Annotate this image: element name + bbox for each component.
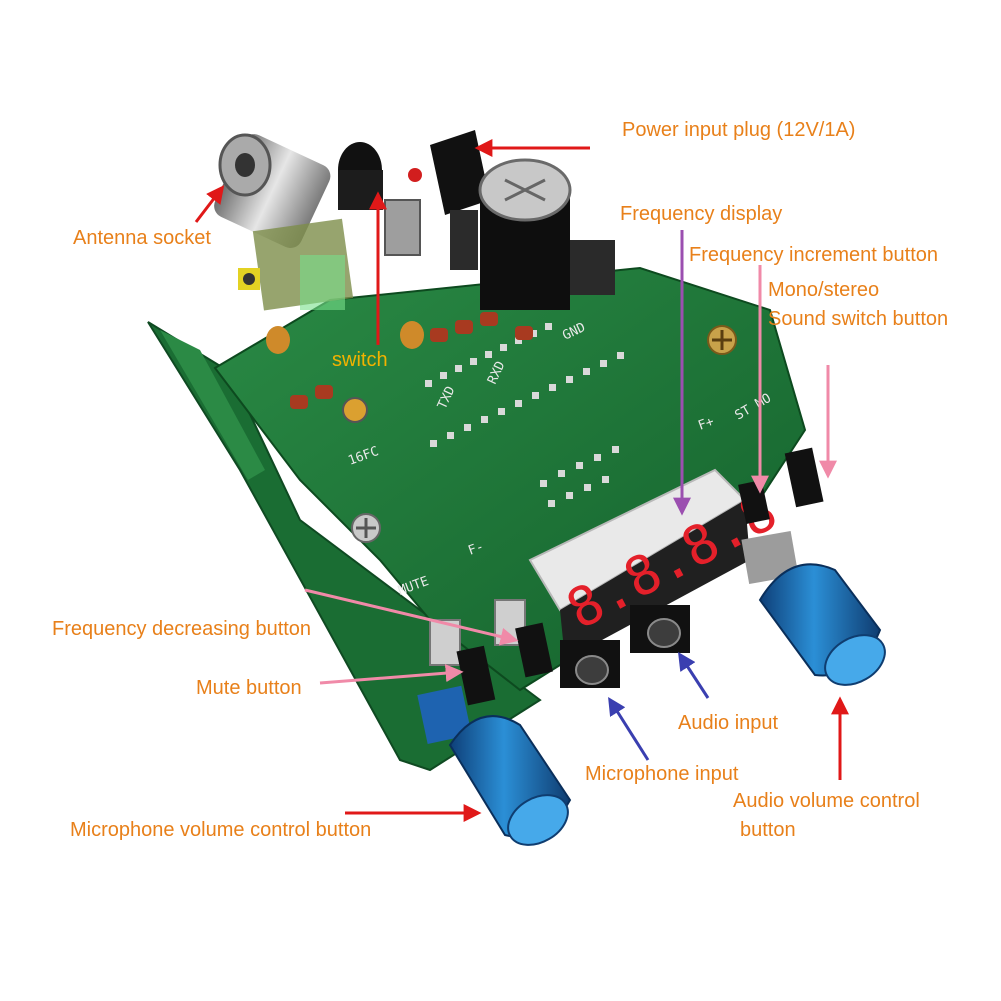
label-power-input: Power input plug (12V/1A)	[622, 119, 856, 141]
audio-jacks	[560, 605, 690, 688]
small-components	[238, 240, 615, 423]
label-microphone-input: Microphone input	[585, 763, 739, 785]
silk-f-plus: F+	[696, 414, 716, 434]
label-audio-volume-line1: Audio volume control	[733, 790, 920, 812]
push-buttons	[429, 447, 824, 706]
label-switch: switch	[332, 349, 388, 371]
label-mute-button: Mute button	[196, 677, 302, 699]
capacitor	[478, 158, 572, 310]
label-antenna-socket: Antenna socket	[73, 227, 211, 249]
microphone-volume-knob-icon	[417, 685, 572, 846]
antenna-socket-bnc-icon	[214, 133, 354, 311]
silk-f-minus: F-	[466, 539, 486, 558]
label-frequency-increment: Frequency increment button	[689, 244, 939, 266]
label-mono-stereo-line1: Mono/stereo	[768, 279, 880, 301]
label-audio-input: Audio input	[678, 712, 779, 734]
arrow-mute	[319, 664, 464, 685]
label-frequency-decreasing: Frequency decreasing button	[52, 618, 312, 640]
callout-arrows	[194, 139, 849, 822]
arrow-frequency-decreasing	[304, 588, 519, 646]
label-mono-stereo-line2: Sound switch button	[768, 308, 949, 330]
power-switch	[338, 142, 422, 256]
arrow-audio-input	[678, 651, 710, 699]
audio-volume-knob-icon	[741, 531, 886, 686]
label-audio-volume-line2: button	[740, 819, 796, 841]
label-microphone-volume: Microphone volume control button	[70, 819, 372, 841]
arrow-antenna-socket	[194, 185, 225, 223]
label-frequency-display: Frequency display	[620, 203, 783, 225]
arrow-microphone-input	[608, 696, 650, 761]
